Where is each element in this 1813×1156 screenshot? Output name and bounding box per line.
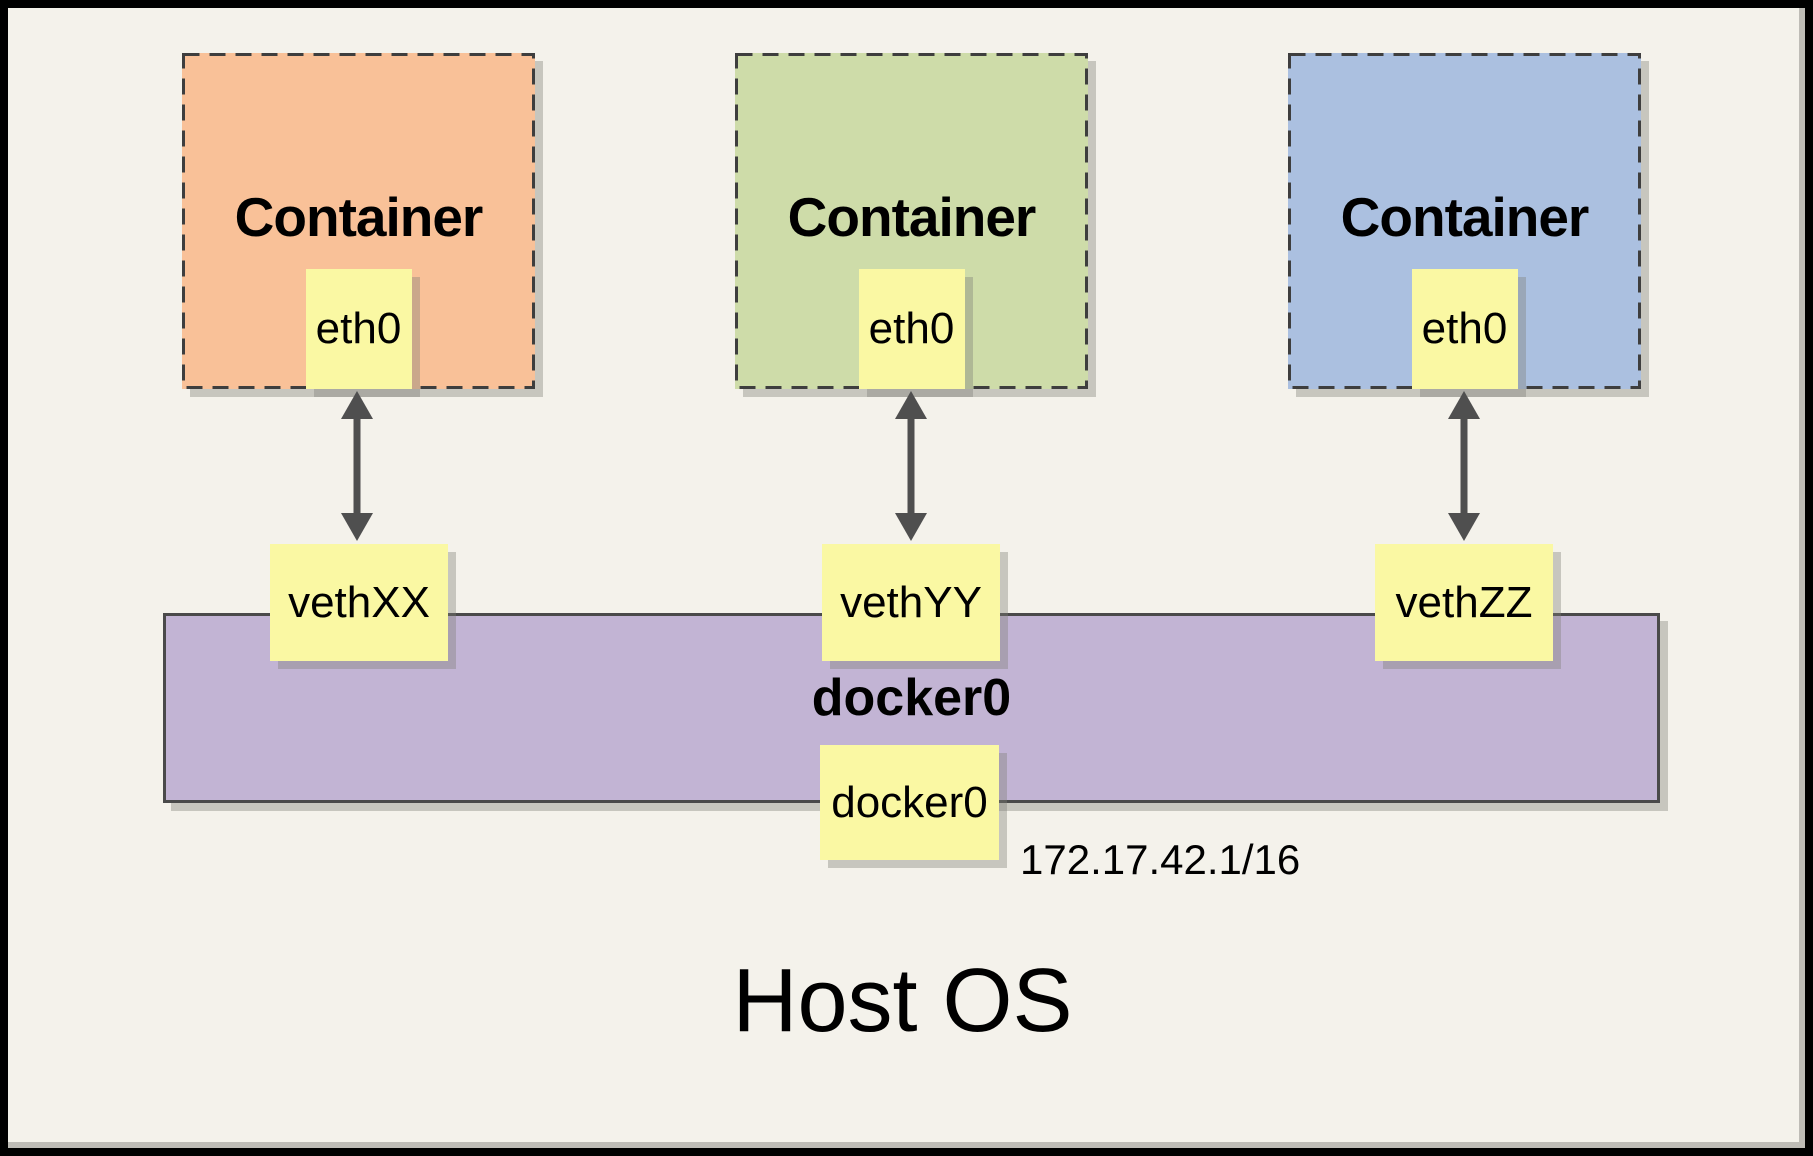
docker0-interface-label: docker0 [831, 777, 988, 827]
canvas-shadow-bottom [8, 1142, 1805, 1148]
eth0-label: eth0 [868, 304, 955, 353]
vethYY-label: vethYY [840, 577, 982, 627]
docker0-bridge-label: docker0 [811, 669, 1012, 727]
eth0-label: eth0 [315, 304, 402, 353]
vethZZ-box: vethZZ [1375, 544, 1553, 661]
container-box-2: Container eth0 [735, 53, 1088, 389]
bridge-ip-address: 172.17.42.1/16 [1020, 836, 1301, 883]
container-box-1: Container eth0 [182, 53, 535, 389]
eth0-interface-box-2: eth0 [858, 269, 965, 389]
eth0-vethXX-arrow [341, 391, 373, 541]
eth0-interface-box-3: eth0 [1411, 269, 1518, 389]
container-label: Container [234, 186, 484, 248]
vethXX-box: vethXX [270, 544, 448, 661]
eth0-interface-box-1: eth0 [305, 269, 412, 389]
eth0-vethYY-arrow [895, 391, 927, 541]
vethYY-box: vethYY [822, 544, 1000, 661]
canvas-shadow-right [1799, 8, 1805, 1148]
container-label: Container [787, 186, 1037, 248]
container-box-3: Container eth0 [1288, 53, 1641, 389]
host-os-title: Host OS [732, 951, 1073, 1051]
docker0-interface-box: docker0 [820, 745, 999, 860]
vethZZ-label: vethZZ [1395, 577, 1533, 627]
container-label: Container [1340, 186, 1590, 248]
eth0-vethZZ-arrow [1448, 391, 1480, 541]
vethXX-label: vethXX [288, 577, 430, 627]
eth0-label: eth0 [1421, 304, 1508, 353]
